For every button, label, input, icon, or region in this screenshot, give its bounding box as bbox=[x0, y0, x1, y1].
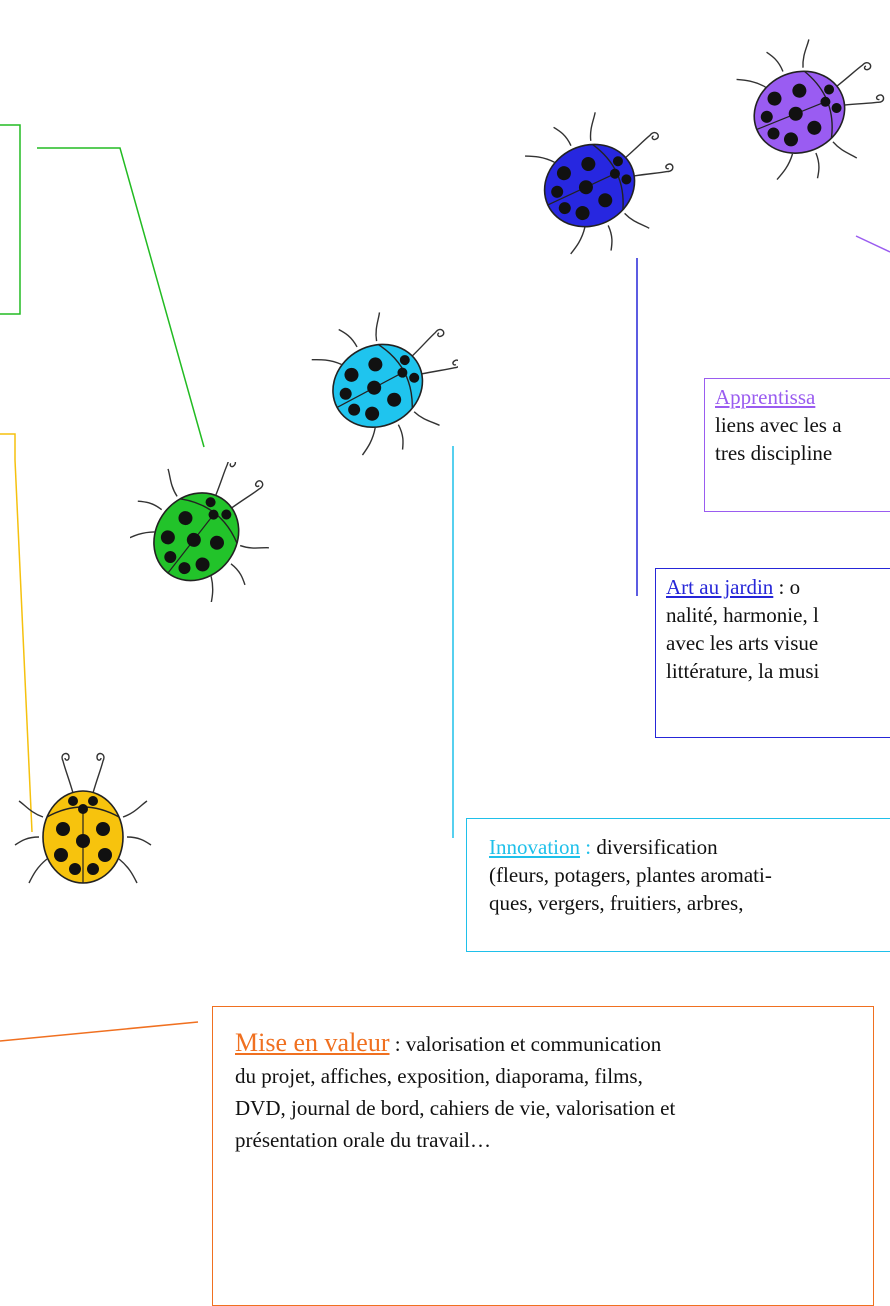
mise-box: Mise en valeur : valorisation et communi… bbox=[212, 1006, 874, 1306]
art-title: Art au jardin bbox=[666, 575, 774, 599]
yellow-box-edge bbox=[0, 433, 16, 460]
apprentissage-line-2: tres discipline bbox=[715, 441, 833, 465]
ladybug-cyan-icon bbox=[311, 312, 458, 456]
yellow-connector bbox=[14, 459, 33, 833]
innovation-sep: : bbox=[579, 835, 597, 859]
apprentissage-title: Apprentissa bbox=[715, 385, 816, 409]
mise-line-1: du projet, affiches, exposition, diapora… bbox=[235, 1064, 643, 1088]
ladybug-green-icon bbox=[130, 462, 269, 602]
art-line-1: nalité, harmonie, l bbox=[666, 603, 819, 627]
innovation-box: Innovation : diversification (fleurs, po… bbox=[466, 818, 890, 952]
mise-line-2: DVD, journal de bord, cahiers de vie, va… bbox=[235, 1096, 676, 1120]
innovation-title: Innovation bbox=[489, 835, 580, 859]
green-box-edge bbox=[0, 124, 21, 315]
art-line-2: avec les arts visue bbox=[666, 631, 819, 655]
apprentissage-line-1: liens avec les a bbox=[715, 413, 842, 437]
ladybug-purple-icon bbox=[736, 39, 885, 181]
art-box: Art au jardin : o nalité, harmonie, l av… bbox=[655, 568, 890, 738]
ladybug-blue-icon bbox=[525, 112, 674, 255]
orange-connector bbox=[0, 1021, 199, 1042]
green-connector bbox=[37, 147, 205, 448]
apprentissage-box: Apprentissa liens avec les a tres discip… bbox=[704, 378, 890, 512]
innovation-line-1: (fleurs, potagers, plantes aromati- bbox=[489, 863, 772, 887]
innovation-rest: diversification bbox=[596, 835, 718, 859]
ladybug-yellow-icon bbox=[14, 752, 152, 884]
innovation-line-2: ques, vergers, fruitiers, arbres, bbox=[489, 891, 744, 915]
art-sep: : o bbox=[773, 575, 801, 599]
purple-connector bbox=[855, 235, 890, 253]
mise-title: Mise en valeur bbox=[235, 1028, 390, 1057]
art-line-3: littérature, la musi bbox=[666, 659, 820, 683]
mise-line-3: présentation orale du travail… bbox=[235, 1128, 491, 1152]
mise-sep: : valorisation et communication bbox=[389, 1032, 662, 1056]
